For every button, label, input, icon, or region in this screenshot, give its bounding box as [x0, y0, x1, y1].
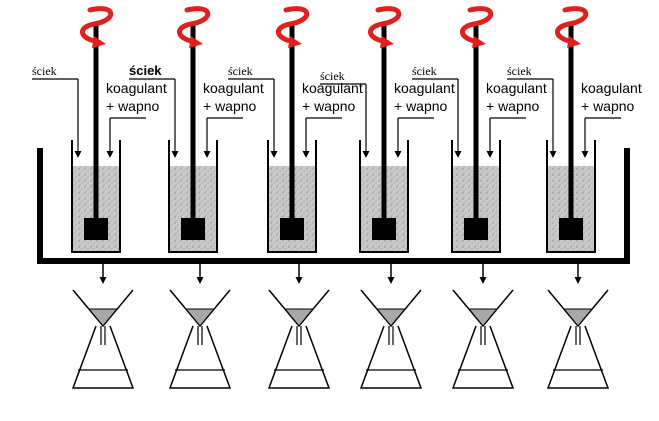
- koagulant-label: koagulant: [394, 80, 455, 96]
- funnel-filter-cake: [467, 308, 499, 327]
- sciek-arrow-icon: [270, 151, 278, 158]
- funnel-filter-cake: [562, 308, 594, 327]
- rotation-arrowhead-icon: [380, 36, 394, 48]
- beaker-outline: [168, 140, 218, 253]
- jar-unit-6: ściek koagulant + wapno: [507, 6, 642, 389]
- jar-unit-4: ściek koagulant + wapno: [320, 6, 455, 389]
- jar-unit-2: ściek koagulant + wapno: [129, 6, 264, 389]
- rotation-arrow-icon: [276, 6, 310, 45]
- rotation-arrowhead-icon: [92, 36, 106, 48]
- stirrer-paddle: [84, 218, 108, 240]
- funnel-filter-cake: [375, 308, 407, 327]
- koagulant-arrow-icon: [302, 151, 310, 158]
- transfer-arrow-icon: [479, 277, 487, 284]
- sciek-arrow-icon: [454, 151, 462, 158]
- erlenmeyer-flask: [451, 325, 515, 389]
- koagulant-arrow-icon: [394, 151, 402, 158]
- beaker-outline: [359, 140, 409, 253]
- rotation-arrow-icon: [80, 6, 114, 45]
- stirrer-paddle: [559, 218, 583, 240]
- koagulant-label: koagulant: [581, 80, 642, 96]
- stirrer-paddle: [464, 218, 488, 240]
- sciek-label: ściek: [412, 64, 437, 78]
- beaker-outline: [451, 140, 501, 253]
- sciek-label: ściek: [32, 64, 57, 78]
- beaker-outline: [267, 140, 317, 253]
- sciek-label: ściek: [228, 64, 253, 78]
- koagulant-label: koagulant: [203, 80, 264, 96]
- wapno-label: + wapno: [106, 98, 160, 114]
- funnel-filter-cake: [87, 308, 119, 327]
- wapno-label: + wapno: [302, 98, 356, 114]
- rotation-arrowhead-icon: [189, 36, 203, 48]
- erlenmeyer-flask: [359, 325, 423, 389]
- koagulant-arrow-icon: [581, 151, 589, 158]
- wapno-label: + wapno: [394, 98, 448, 114]
- erlenmeyer-flask: [546, 325, 610, 389]
- sciek-arrow-icon: [74, 151, 82, 158]
- sciek-label: ściek: [129, 63, 162, 78]
- transfer-arrow-icon: [387, 277, 395, 284]
- wapno-label: + wapno: [581, 98, 635, 114]
- koagulant-label: koagulant: [486, 80, 547, 96]
- rotation-arrow-icon: [555, 6, 589, 45]
- wapno-label: + wapno: [486, 98, 540, 114]
- jar-unit-1: ściek koagulant + wapno: [32, 6, 167, 389]
- koagulant-arrow-icon: [486, 151, 494, 158]
- stirrer-paddle: [280, 218, 304, 240]
- erlenmeyer-flask: [267, 325, 331, 389]
- jar-unit-5: ściek koagulant + wapno: [412, 6, 547, 389]
- stirrer-paddle: [181, 218, 205, 240]
- funnel-filter-cake: [184, 308, 216, 327]
- rotation-arrowhead-icon: [472, 36, 486, 48]
- sciek-arrow-icon: [362, 151, 370, 158]
- sciek-arrow-icon: [171, 151, 179, 158]
- bath-frame: [37, 148, 630, 264]
- funnel-filter-cake: [283, 308, 315, 327]
- erlenmeyer-flask: [71, 325, 135, 389]
- koagulant-label: koagulant: [106, 80, 167, 96]
- rotation-arrow-icon: [177, 6, 211, 45]
- koagulant-arrow-icon: [203, 151, 211, 158]
- koagulant-arrow-icon: [106, 151, 114, 158]
- sciek-arrow-icon: [549, 151, 557, 158]
- transfer-arrow-icon: [295, 277, 303, 284]
- beaker-outline: [71, 140, 121, 253]
- sciek-label: ściek: [320, 69, 345, 83]
- transfer-arrow-icon: [99, 277, 107, 284]
- transfer-arrow-icon: [574, 277, 582, 284]
- rotation-arrowhead-icon: [567, 36, 581, 48]
- erlenmeyer-flask: [168, 325, 232, 389]
- rotation-arrow-icon: [368, 6, 402, 45]
- beaker-outline: [546, 140, 596, 253]
- sciek-label: ściek: [507, 64, 532, 78]
- rotation-arrow-icon: [460, 6, 494, 45]
- stirrer-paddle: [372, 218, 396, 240]
- rotation-arrowhead-icon: [288, 36, 302, 48]
- wapno-label: + wapno: [203, 98, 257, 114]
- transfer-arrow-icon: [196, 277, 204, 284]
